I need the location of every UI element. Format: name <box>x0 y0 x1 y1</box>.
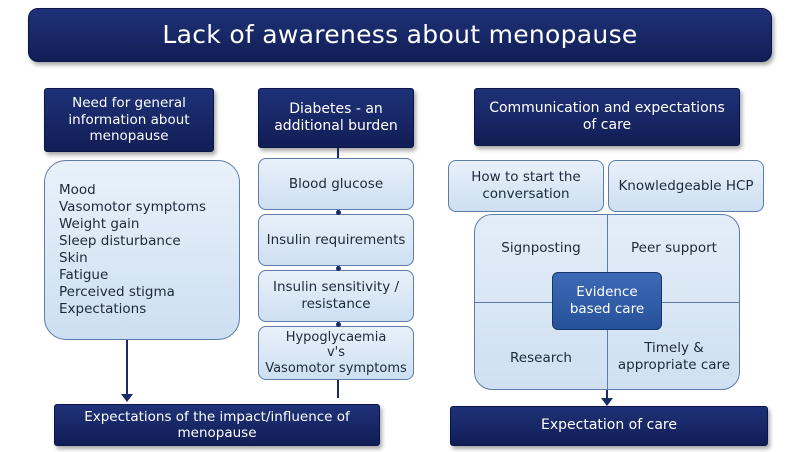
impact-expectations-box: Expectations of the impact/influence of … <box>54 404 380 446</box>
diabetes-item-hypoglycaemia: Hypoglycaemia v's Vasomotor symptoms <box>258 326 414 380</box>
connector-general-to-outcome <box>126 340 128 396</box>
diabetes-item-insulin-sensitivity: Insulin sensitivity / resistance <box>258 270 414 322</box>
diabetes-item-insulin-requirements: Insulin requirements <box>258 214 414 266</box>
arrow-care-to-outcome <box>601 398 613 406</box>
quadrant-timely-care-text: Timely & appropriate care <box>617 340 731 373</box>
communication-header: Communication and expectations of care <box>474 88 740 146</box>
evidence-based-care-box: Evidence based care <box>552 272 662 330</box>
connector-dot <box>335 210 341 215</box>
symptom-item: Perceived stigma <box>59 284 175 300</box>
expectation-of-care-text: Expectation of care <box>541 417 677 434</box>
diabetes-item-label: Hypoglycaemia v's Vasomotor symptoms <box>265 329 407 376</box>
quadrant-research-text: Research <box>510 349 572 366</box>
symptom-item: Vasomotor symptoms <box>59 199 207 215</box>
symptom-item: Fatigue <box>59 267 109 283</box>
quadrant-peer-support: Peer support <box>608 233 739 263</box>
knowledgeable-hcp-box: Knowledgeable HCP <box>608 160 764 212</box>
diagram-title: Lack of awareness about menopause <box>28 8 772 62</box>
start-conversation-text: How to start the conversation <box>471 169 581 202</box>
start-conversation-box: How to start the conversation <box>448 160 604 212</box>
quadrant-signposting-text: Signposting <box>501 239 581 256</box>
diagram-title-text: Lack of awareness about menopause <box>162 20 638 50</box>
symptom-item: Weight gain <box>59 216 140 232</box>
diabetes-item-label: Insulin requirements <box>266 231 406 248</box>
diabetes-item-blood-glucose: Blood glucose <box>258 158 414 210</box>
connector-dot <box>335 266 341 271</box>
symptom-item: Expectations <box>59 301 147 317</box>
quadrant-peer-support-text: Peer support <box>631 239 717 256</box>
general-info-header-text: Need for general information about menop… <box>68 94 190 145</box>
diabetes-item-label: Insulin sensitivity / resistance <box>272 279 400 312</box>
symptom-item: Sleep disturbance <box>59 233 181 249</box>
connector-care-to-outcome <box>606 390 608 400</box>
evidence-based-care-text: Evidence based care <box>569 284 645 317</box>
diabetes-item-label: Blood glucose <box>288 175 384 192</box>
expectation-of-care-box: Expectation of care <box>450 406 768 446</box>
communication-header-text: Communication and expectations of care <box>489 99 725 134</box>
diabetes-header: Diabetes - an additional burden <box>258 88 414 148</box>
quadrant-research: Research <box>475 343 607 373</box>
arrow-general-to-outcome <box>121 394 133 402</box>
quadrant-signposting: Signposting <box>475 233 607 263</box>
connector-dot <box>335 322 341 327</box>
symptom-item: Mood <box>59 182 96 198</box>
symptom-item: Skin <box>59 250 88 266</box>
diabetes-header-text: Diabetes - an additional burden <box>274 100 398 135</box>
knowledgeable-hcp-text: Knowledgeable HCP <box>618 177 754 194</box>
quadrant-timely-care: Timely & appropriate care <box>608 335 739 379</box>
general-info-header: Need for general information about menop… <box>44 88 214 152</box>
impact-expectations-text: Expectations of the impact/influence of … <box>84 408 350 441</box>
